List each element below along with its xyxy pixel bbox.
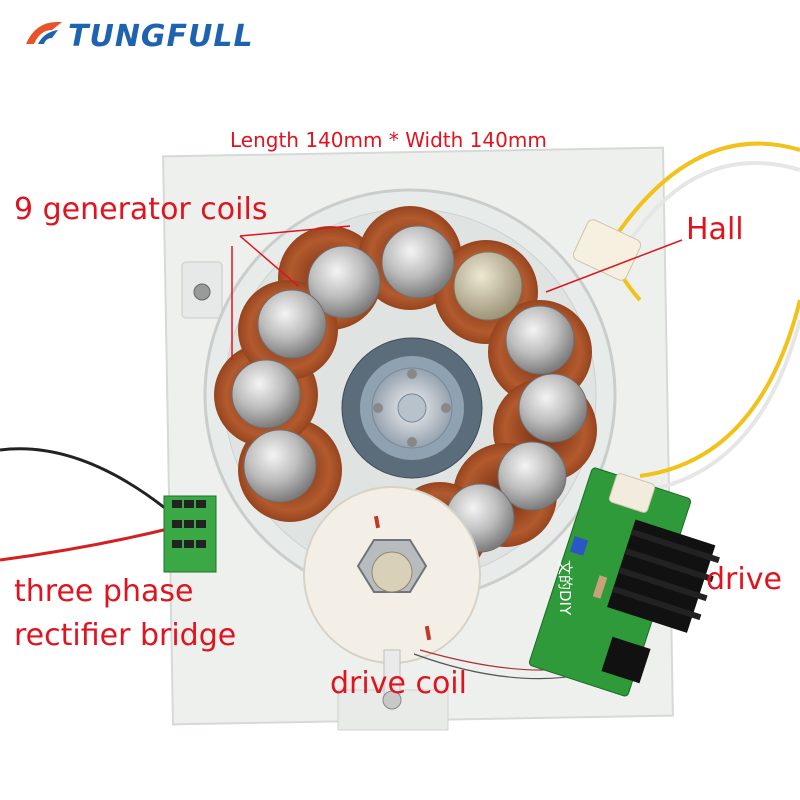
drive-connector: [601, 636, 651, 684]
wire-black-left: [0, 447, 171, 514]
drive-label: drive: [706, 562, 782, 597]
leader-hall: [545, 239, 683, 293]
brand-logo: TUNGFULL: [22, 14, 254, 58]
leader-generator-1: [239, 225, 351, 237]
tungfull-logo-icon: [26, 21, 62, 44]
generator-coils-label: 9 generator coils: [14, 192, 268, 227]
board-marking: 文的DIY: [556, 560, 574, 616]
magnets: [231, 225, 588, 553]
wire-white-drive: [647, 319, 800, 492]
heatsink: [607, 519, 720, 633]
hall-label: Hall: [686, 212, 744, 247]
wire-red-left: [0, 526, 173, 562]
rectifier-board: [163, 495, 217, 573]
wire-white-hall: [630, 161, 800, 240]
rectifier-label-line2: rectifier bridge: [14, 618, 237, 653]
drive-coil-label: drive coil: [330, 666, 467, 701]
hall-connector: [572, 219, 642, 281]
rectifier-label-line1: three phase: [14, 574, 194, 609]
leader-generator-2: [239, 235, 299, 287]
wire-yellow-drive: [639, 299, 800, 478]
brand-name: TUNGFULL: [68, 18, 254, 54]
dimensions-label: Length 140mm * Width 140mm: [230, 128, 547, 152]
